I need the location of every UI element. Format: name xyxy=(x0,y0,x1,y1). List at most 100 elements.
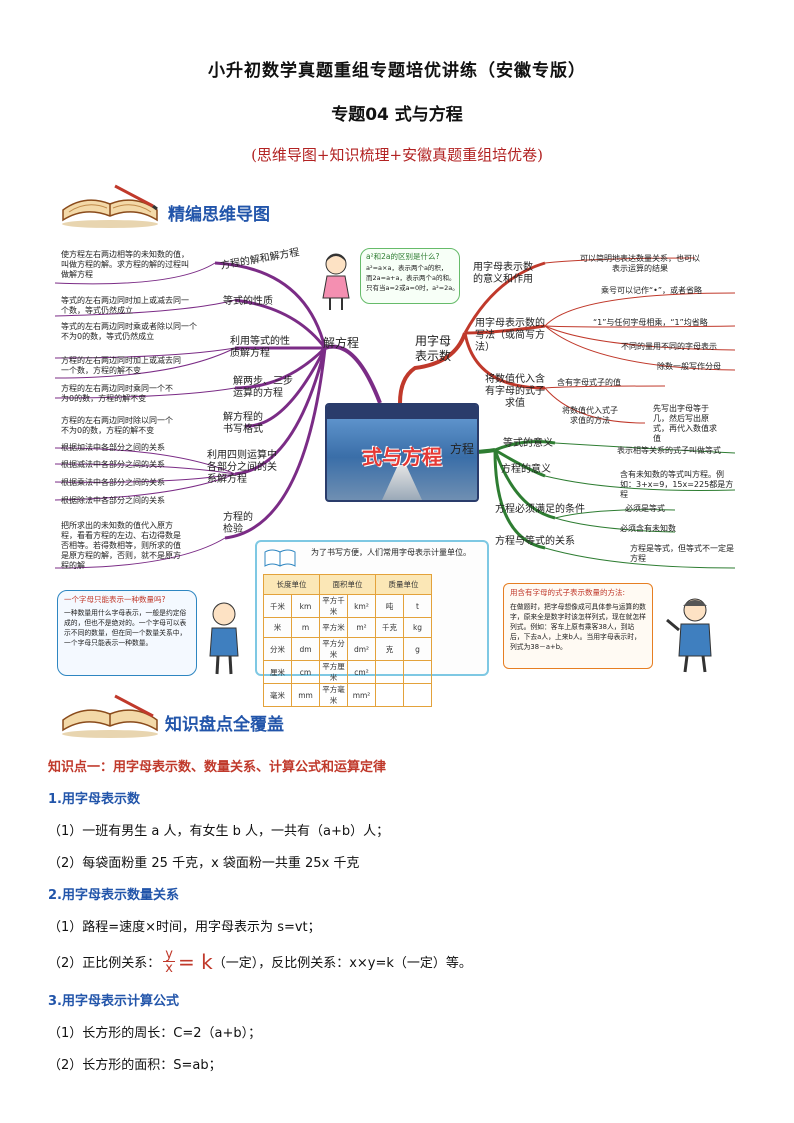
units-cell: t xyxy=(403,594,432,618)
node-writing-rule3: 不同的量用不同的字母表示 xyxy=(621,342,717,351)
node-substitute-desc: 先写出字母等于几，然后写出原式，再代入数值求值 xyxy=(653,404,717,443)
worker-figure-icon xyxy=(663,594,725,674)
units-cell: mm xyxy=(291,683,320,707)
units-cell: m² xyxy=(347,617,376,638)
node-op-mul: 根据乘法中各部分之间的关系 xyxy=(61,478,165,487)
node-writing-rule1: 乘号可以记作“•”，或者省略 xyxy=(601,286,703,295)
hub-letters-for-numbers: 用字母表示数 xyxy=(415,334,452,363)
node-letter-meaning: 用字母表示数的意义和作用 xyxy=(473,262,533,285)
node-four-operations: 利用四则运算中各部分之间的关系解方程 xyxy=(207,450,277,485)
node-op-sub: 根据减法中各部分之间的关系 xyxy=(61,460,165,469)
units-cell: dm xyxy=(291,637,320,661)
fraction-denominator: x xyxy=(165,961,173,976)
units-header-mass: 质量单位 xyxy=(375,574,432,595)
node-equation-conditions: 方程必须满足的条件 xyxy=(495,504,585,515)
units-cell: 分米 xyxy=(263,637,292,661)
units-cell xyxy=(403,683,432,707)
node-equality-desc2: 等式的左右两边同时乘或者除以同一个不为0的数，等式仍然成立 xyxy=(61,322,197,341)
units-note: 为了书写方便，人们常用字母表示计量单位。 xyxy=(311,548,471,557)
units-cell: g xyxy=(403,637,432,661)
proportion-suffix: （一定），反比例关系：x×y=k（一定）等。 xyxy=(212,956,472,971)
tip-top-question: a²和2a的区别是什么? xyxy=(366,252,440,261)
node-relation-desc: 方程是等式，但等式不一定是方程 xyxy=(630,544,734,563)
topic-title: 专题04 式与方程 xyxy=(331,105,463,125)
section-knowledge-heading: 知识盘点全覆盖 xyxy=(165,715,284,735)
units-header-area: 面积单位 xyxy=(319,574,376,595)
subsection-heading: 3.用字母表示计算公式 xyxy=(48,994,179,1009)
units-cell: 平方毫米 xyxy=(319,683,348,707)
proportion-prefix: （2）正比例关系： xyxy=(48,956,161,971)
knowledge-line-proportion: （2）正比例关系： y x = k （一定），反比例关系：x×y=k（一定）等。 xyxy=(48,948,472,975)
node-check-desc: 把所求出的未知数的值代入原方程，看看方程的左边、右边得数是否相等。若得数相等，则… xyxy=(61,521,181,570)
node-substitute-item2: 将数值代入式子求值的方法 xyxy=(562,406,618,425)
node-substitute-item1: 含有字母式子的值 xyxy=(557,378,621,387)
units-cell: 米 xyxy=(263,617,292,638)
node-op-add: 根据加法中各部分之间的关系 xyxy=(61,443,165,452)
units-cell: 克 xyxy=(375,637,404,661)
units-cell: kg xyxy=(403,617,432,638)
knowledge-line: （1）一班有男生 a 人，有女生 b 人，一共有（a+b）人； xyxy=(48,824,390,839)
node-multi-step-desc: 方程的左右两边同时除以同一个不为0的数，方程的解不变 xyxy=(61,416,173,435)
knowledge-line: （2）每袋面粉重 25 千克，x 袋面粉一共重 25x 千克 xyxy=(48,856,360,871)
node-equality-meaning: 等式的意义 xyxy=(503,438,553,449)
units-cell: 毫米 xyxy=(263,683,292,707)
topic-tagline: (思维导图+知识梳理+安徽真题重组培优卷) xyxy=(251,146,543,164)
center-topic-label: 式与方程 xyxy=(362,445,442,469)
node-property-desc2: 方程的左右两边同时乘同一个不为0的数，方程的解不变 xyxy=(61,384,173,403)
tip-bubble-left: 一个字母只能表示一种数量吗? 一种数量用什么字母表示，一般是约定俗成的，但也不是… xyxy=(57,590,197,676)
girl-figure-icon xyxy=(315,250,357,312)
book-icon xyxy=(55,690,165,740)
hub-solve-equation: 解方程 xyxy=(323,336,360,350)
node-equality-property: 等式的性质 xyxy=(223,296,273,307)
units-cell: 平方千米 xyxy=(319,594,348,618)
tip-top-line2: a²=a×a，表示两个a的积， xyxy=(366,264,448,272)
units-cell xyxy=(403,660,432,684)
units-cell: mm² xyxy=(347,683,376,707)
node-solve-by-property: 利用等式的性质解方程 xyxy=(230,336,290,359)
node-writing-rule4: 除数一般写作分母 xyxy=(657,362,721,371)
units-cell: km² xyxy=(347,594,376,618)
units-cell: 厘米 xyxy=(263,660,292,684)
mind-map-branches xyxy=(55,257,735,569)
node-substitute: 将数值代入含有字母的式子求值 xyxy=(485,374,545,409)
node-condition2: 必须含有未知数 xyxy=(620,524,676,533)
units-cell: m xyxy=(291,617,320,638)
node-equality-meaning-desc: 表示相等关系的式子叫做等式 xyxy=(617,446,721,455)
tip-bubble-top: a²和2a的区别是什么? a²=a×a，表示两个a的积， 而2a=a+a，表示两… xyxy=(360,248,460,304)
subsection-heading: 2.用字母表示数量关系 xyxy=(48,888,179,903)
node-property-desc1: 方程的左右两边同时加上或减去同一个数，方程的解不变 xyxy=(61,356,181,375)
knowledge-line: （1）长方形的周长：C=2（a+b）； xyxy=(48,1026,262,1041)
units-cell: 平方米 xyxy=(319,617,348,638)
proportion-constant: = k xyxy=(177,949,213,974)
node-equation-meaning: 方程的意义 xyxy=(501,464,551,475)
node-writing-rule2: “1”与任何字母相乘，“1”均省略 xyxy=(593,318,708,327)
units-cell: cm xyxy=(291,660,320,684)
book-icon xyxy=(55,180,165,230)
method-box: 用含有字母的式子表示数量的方法: 在做题时，把字母想像成可具体参与运算的数字，原… xyxy=(503,583,653,669)
knowledge-line: （1）路程=速度×时间，用字母表示为 s=vt； xyxy=(48,920,321,935)
knowledge-line: （2）长方形的面积：S=ab； xyxy=(48,1058,222,1073)
node-equation-vs-equality: 方程与等式的关系 xyxy=(495,536,575,547)
fraction-numerator: y xyxy=(163,947,175,962)
boy-figure-icon xyxy=(200,598,248,676)
section-mindmap-heading: 精编思维导图 xyxy=(168,205,270,225)
tip-top-line3: 而2a=a+a，表示两个a的和。 xyxy=(366,274,456,282)
hub-equation: 方程 xyxy=(450,442,475,456)
node-multi-step: 解两步、三步运算的方程 xyxy=(233,376,293,399)
tip-left-question: 一个字母只能表示一种数量吗? xyxy=(64,595,166,604)
units-header-length: 长度单位 xyxy=(263,574,320,595)
mind-map: 式与方程 解方程 用字母表示数 方程 方程的解和解方程 使方程左右两边相等的未知… xyxy=(55,238,735,707)
node-check: 方程的检验 xyxy=(223,512,253,535)
units-cell: dm² xyxy=(347,637,376,661)
node-letter-meaning-desc: 可以简明地表达数量关系，也可以表示运算的结果 xyxy=(580,254,700,273)
node-equation-meaning-desc: 含有未知数的等式叫方程。例如：3+x=9，15x=225都是方程 xyxy=(620,470,734,499)
node-letter-writing: 用字母表示数的写法（或简写方法） xyxy=(475,318,545,353)
center-topic-card: 式与方程 xyxy=(325,403,479,502)
